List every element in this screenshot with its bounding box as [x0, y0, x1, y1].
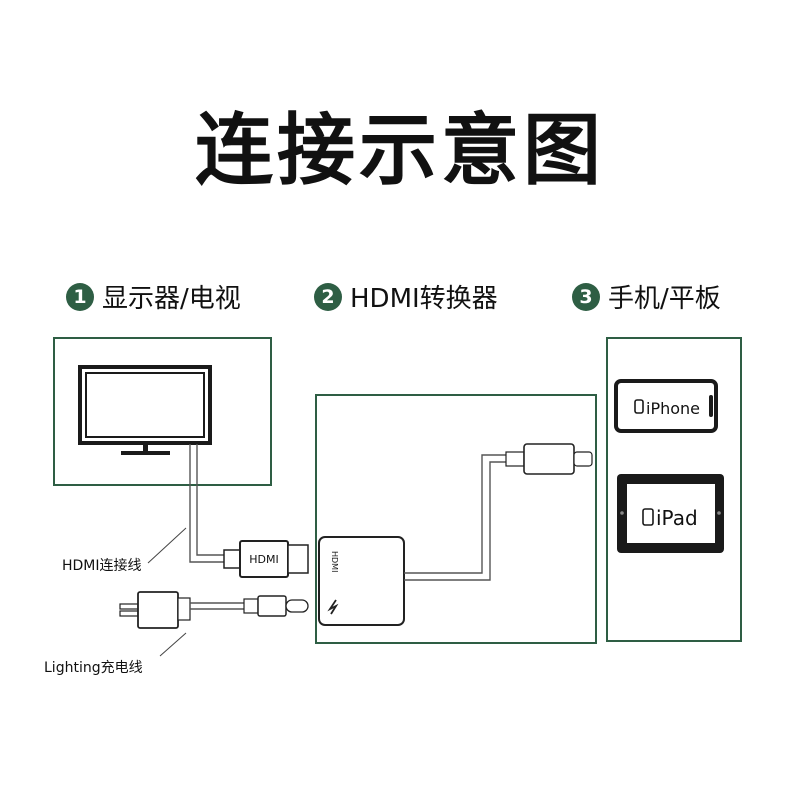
adapter-cable	[404, 454, 506, 581]
lightning-cable-callout: Lighting充电线	[44, 660, 143, 676]
iphone-icon: iPhone	[614, 379, 718, 433]
device-panel	[606, 337, 742, 642]
page-title: 连接示意图	[194, 106, 605, 196]
hdmi-plug: HDMI	[223, 540, 309, 578]
lightning-plug	[243, 595, 309, 617]
iphone-label: iPhone	[646, 399, 700, 418]
hdmi-plug-label: HDMI	[249, 553, 278, 566]
ipad-icon: iPad	[617, 474, 724, 553]
lightning-callout-line	[159, 632, 187, 657]
step-2-label: HDMI转换器	[350, 284, 498, 314]
monitor-icon	[78, 365, 212, 455]
step-1: 1 显示器/电视	[66, 278, 241, 315]
monitor-panel	[53, 337, 272, 486]
step-2: 2 HDMI转换器	[314, 278, 498, 315]
step-1-number: 1	[66, 282, 94, 311]
hdmi-callout-line	[147, 527, 187, 564]
lightning-bolt-icon	[327, 599, 339, 615]
adapter-icon: HDMI	[318, 536, 405, 626]
lightning-cable	[190, 602, 244, 610]
step-3: 3 手机/平板	[572, 278, 721, 315]
step-1-label: 显示器/电视	[102, 284, 241, 314]
hdmi-cable-callout: HDMI连接线	[62, 558, 142, 574]
step-2-number: 2	[314, 282, 342, 311]
adapter-panel	[315, 394, 597, 644]
charger-icon	[119, 591, 191, 629]
adapter-port-label: HDMI	[330, 551, 339, 572]
step-3-label: 手机/平板	[608, 284, 721, 314]
hdmi-cable	[189, 444, 224, 563]
step-3-number: 3	[572, 282, 600, 311]
adapter-lightning-plug	[505, 443, 593, 475]
ipad-label: iPad	[656, 506, 698, 530]
